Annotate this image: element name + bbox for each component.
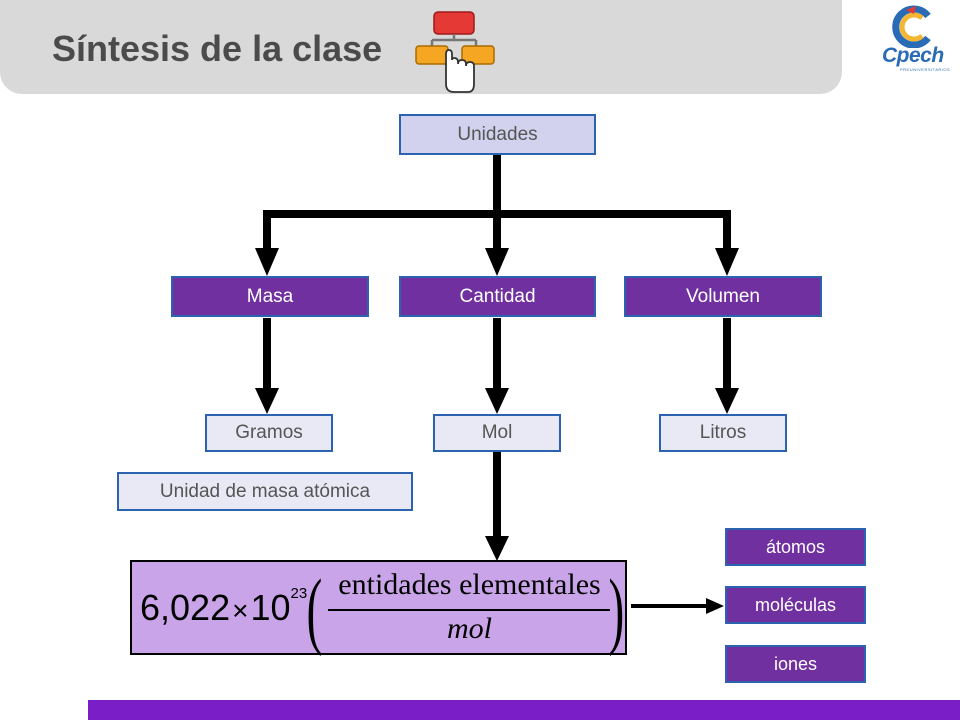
- category-masa-box: Masa: [171, 276, 369, 317]
- flowchart-hand-icon: [415, 11, 495, 93]
- logo-subtext: PREUNIVERSITARIOS: [900, 67, 951, 72]
- entity-atomos-box: átomos: [725, 528, 866, 566]
- unit-gramos-box: Gramos: [205, 414, 333, 452]
- entity-moleculas-box: moléculas: [725, 586, 866, 624]
- category-cantidad-box: Cantidad: [399, 276, 596, 317]
- unit-uma-box: Unidad de masa atómica: [117, 472, 413, 511]
- formula-denominator: mol: [447, 612, 492, 645]
- entity-iones-box: iones: [725, 645, 866, 683]
- cpech-logo-icon: [892, 5, 931, 48]
- page-title: Síntesis de la clase: [52, 28, 383, 69]
- left-parenthesis: (: [306, 561, 323, 657]
- formula-numerator: entidades elementales: [338, 568, 601, 601]
- formula-coefficient: 6,022×1023: [140, 585, 308, 628]
- unit-mol-box: Mol: [433, 414, 561, 452]
- right-parenthesis: ): [608, 561, 625, 657]
- root-unidades-box: Unidades: [399, 114, 596, 155]
- fraction-bar: [328, 609, 610, 611]
- logo-text: Cpech: [882, 44, 944, 67]
- avogadro-formula-box: 6,022×1023 ( entidades elementales mol ): [130, 560, 627, 655]
- category-volumen-box: Volumen: [624, 276, 822, 317]
- footer-bar: [88, 700, 960, 720]
- unit-litros-box: Litros: [659, 414, 787, 452]
